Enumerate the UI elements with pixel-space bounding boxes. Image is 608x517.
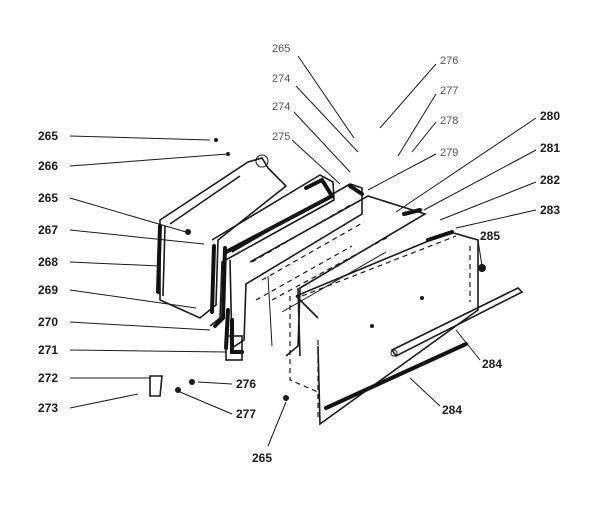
label-267: 267 (38, 223, 58, 237)
label-265-bottom: 265 (252, 451, 272, 465)
bottom-strip (324, 342, 468, 410)
label-274-a: 274 (272, 73, 290, 85)
label-265-mid: 265 (38, 191, 58, 205)
label-280: 280 (540, 109, 560, 123)
label-282: 282 (540, 173, 560, 187)
label-268: 268 (38, 255, 58, 269)
label-265-upper: 265 (272, 43, 290, 55)
handle-trim (390, 287, 524, 358)
label-271: 271 (38, 343, 58, 357)
leader-lines (69, 55, 537, 447)
label-277: 277 (236, 407, 256, 421)
label-281: 281 (540, 141, 560, 155)
hinge-and-hardware (149, 138, 486, 401)
label-275: 275 (272, 131, 290, 143)
label-278: 278 (440, 115, 458, 127)
label-272: 272 (38, 371, 58, 385)
outer-door-panel (289, 231, 479, 426)
label-276-top: 276 (440, 55, 458, 67)
label-265-top: 265 (38, 129, 58, 143)
label-269: 269 (38, 283, 58, 297)
label-274-b: 274 (272, 101, 290, 113)
label-279: 279 (440, 147, 458, 159)
door-liner (224, 183, 364, 350)
label-283: 283 (540, 203, 560, 217)
label-270: 270 (38, 315, 58, 329)
callout-labels: 265 266 265 267 268 269 270 271 272 273 … (38, 43, 560, 465)
label-276: 276 (236, 377, 256, 391)
label-273: 273 (38, 401, 58, 415)
label-266: 266 (38, 159, 58, 173)
label-284-lower: 284 (442, 403, 462, 417)
back-panel (156, 154, 288, 319)
label-277-top: 277 (440, 85, 458, 97)
inner-door-panel (249, 195, 427, 357)
label-284-upper: 284 (482, 357, 502, 371)
label-285: 285 (480, 229, 500, 243)
